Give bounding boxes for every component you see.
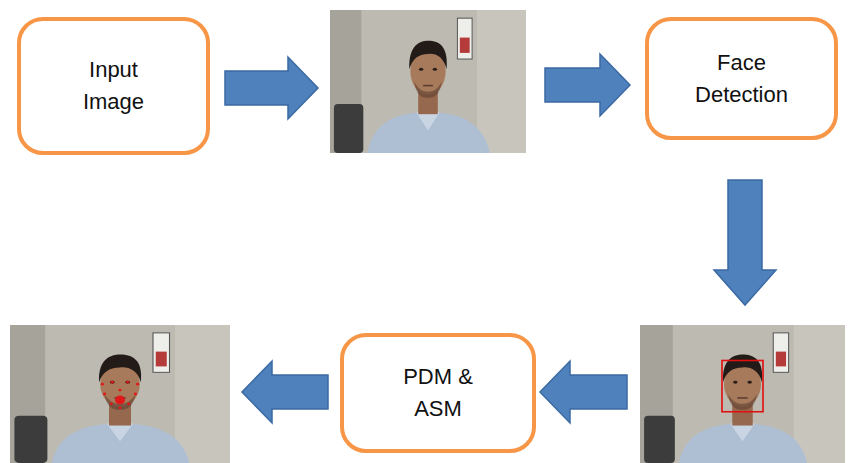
process-box: Input Image: [17, 17, 210, 155]
right-arrow: [545, 54, 630, 116]
face-box: [722, 360, 763, 411]
detected-face-photo: [640, 325, 845, 463]
right-arrow: [225, 57, 318, 119]
landmark-photo: [10, 325, 230, 463]
input-photo: [330, 10, 526, 153]
landmark-points: [101, 381, 139, 409]
box-label: PDM & ASM: [383, 361, 493, 425]
left-arrow: [242, 361, 328, 423]
process-box: PDM & ASM: [340, 333, 536, 453]
box-label: Face Detection: [687, 47, 797, 111]
left-arrow: [540, 361, 627, 423]
down-arrow: [714, 180, 776, 305]
box-label: Input Image: [59, 54, 169, 118]
process-box: Face Detection: [645, 17, 838, 140]
